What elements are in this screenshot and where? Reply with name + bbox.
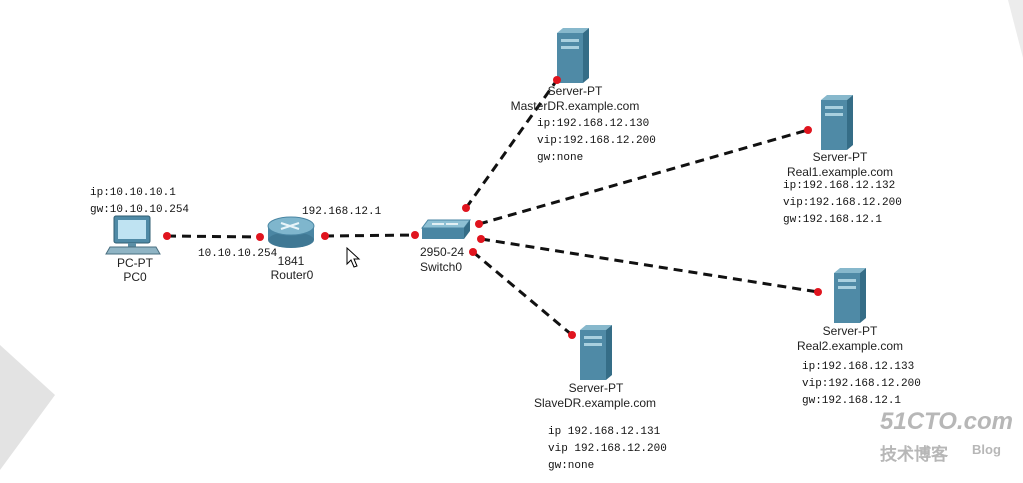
real2-ip: ip:192.168.12.133 [802, 361, 915, 373]
master-vip: vip:192.168.12.200 [537, 135, 656, 147]
port-dot-slave [568, 331, 576, 339]
port-dot-switch0-real1 [475, 220, 483, 228]
master-ip: ip:192.168.12.130 [537, 118, 650, 130]
real1-config: ip:192.168.12.132 vip:192.168.12.200 gw:… [783, 178, 902, 229]
real2-type-label: Server-PT [822, 324, 878, 338]
real1-ip: ip:192.168.12.132 [783, 180, 896, 192]
slave-name-label: SlaveDR.example.com [533, 396, 657, 410]
watermark-brand: 51CTO.com [880, 408, 1013, 435]
slave-vip: vip 192.168.12.200 [548, 443, 667, 455]
port-dot-router0-right [321, 232, 329, 240]
pc0-gw: gw:10.10.10.254 [90, 204, 190, 216]
router0-if-right: 192.168.12.1 [302, 206, 382, 218]
router0-name-label: Router0 [270, 268, 314, 282]
switch0-name-label: Switch0 [420, 260, 463, 274]
master-config: ip:192.168.12.130 vip:192.168.12.200 gw:… [537, 116, 656, 167]
router0-if-left: 10.10.10.254 [198, 248, 278, 260]
link-switch0-slave[interactable] [472, 250, 573, 337]
server-icon-slave[interactable] [580, 325, 612, 380]
bg-shape-left [0, 345, 55, 470]
switch-icon[interactable] [421, 219, 471, 239]
slave-gw: gw:none [548, 460, 595, 472]
router0-type-label: 1841 [277, 254, 305, 268]
slave-ip: ip 192.168.12.131 [548, 426, 661, 438]
real1-type-label: Server-PT [812, 150, 868, 164]
link-router0-switch0[interactable] [324, 233, 416, 238]
link-switch0-real1[interactable] [478, 128, 809, 226]
port-dot-router0-left [256, 233, 264, 241]
real1-gw: gw:192.168.12.1 [783, 214, 883, 226]
mouse-cursor-icon [346, 246, 361, 268]
slave-type-label: Server-PT [568, 381, 624, 395]
master-name-label: MasterDR.example.com [510, 99, 640, 113]
pc0-name-label: PC0 [123, 270, 147, 284]
watermark-sub: 技术博客 [880, 445, 948, 465]
real2-name-label: Real2.example.com [796, 339, 904, 353]
port-dot-real1 [804, 126, 812, 134]
link-switch0-real2[interactable] [480, 237, 819, 294]
port-dot-switch0-slave [469, 248, 477, 256]
bg-shape-right [1008, 0, 1023, 58]
port-dot-real2 [814, 288, 822, 296]
real2-config: ip:192.168.12.133 vip:192.168.12.200 gw:… [802, 359, 921, 410]
link-pc0-router0[interactable] [166, 234, 261, 239]
master-type-label: Server-PT [547, 84, 603, 98]
server-icon-real2[interactable] [834, 268, 866, 323]
port-dot-switch0-left [411, 231, 419, 239]
switch0-type-label: 2950-24 [420, 245, 465, 259]
pc0-config: ip:10.10.10.1 gw:10.10.10.254 [90, 185, 189, 219]
pc0-type-label: PC-PT [117, 256, 153, 270]
slave-config: ip 192.168.12.131 vip 192.168.12.200 gw:… [548, 424, 667, 475]
real2-vip: vip:192.168.12.200 [802, 378, 921, 390]
router-icon[interactable] [267, 216, 315, 248]
port-dot-switch0-real2 [477, 235, 485, 243]
port-dot-master [553, 76, 561, 84]
master-gw: gw:none [537, 152, 584, 164]
server-icon-master[interactable] [557, 28, 589, 83]
pc0-ip: ip:10.10.10.1 [90, 187, 176, 199]
real1-vip: vip:192.168.12.200 [783, 197, 902, 209]
port-dot-switch0-master [462, 204, 470, 212]
real2-gw: gw:192.168.12.1 [802, 395, 902, 407]
port-dot-pc0 [163, 232, 171, 240]
link-switch0-master[interactable] [464, 79, 559, 209]
server-icon-real1[interactable] [821, 95, 853, 150]
pc-icon[interactable] [105, 215, 161, 255]
watermark-blog: Blog [972, 442, 1001, 457]
real1-name-label: Real1.example.com [786, 165, 894, 179]
